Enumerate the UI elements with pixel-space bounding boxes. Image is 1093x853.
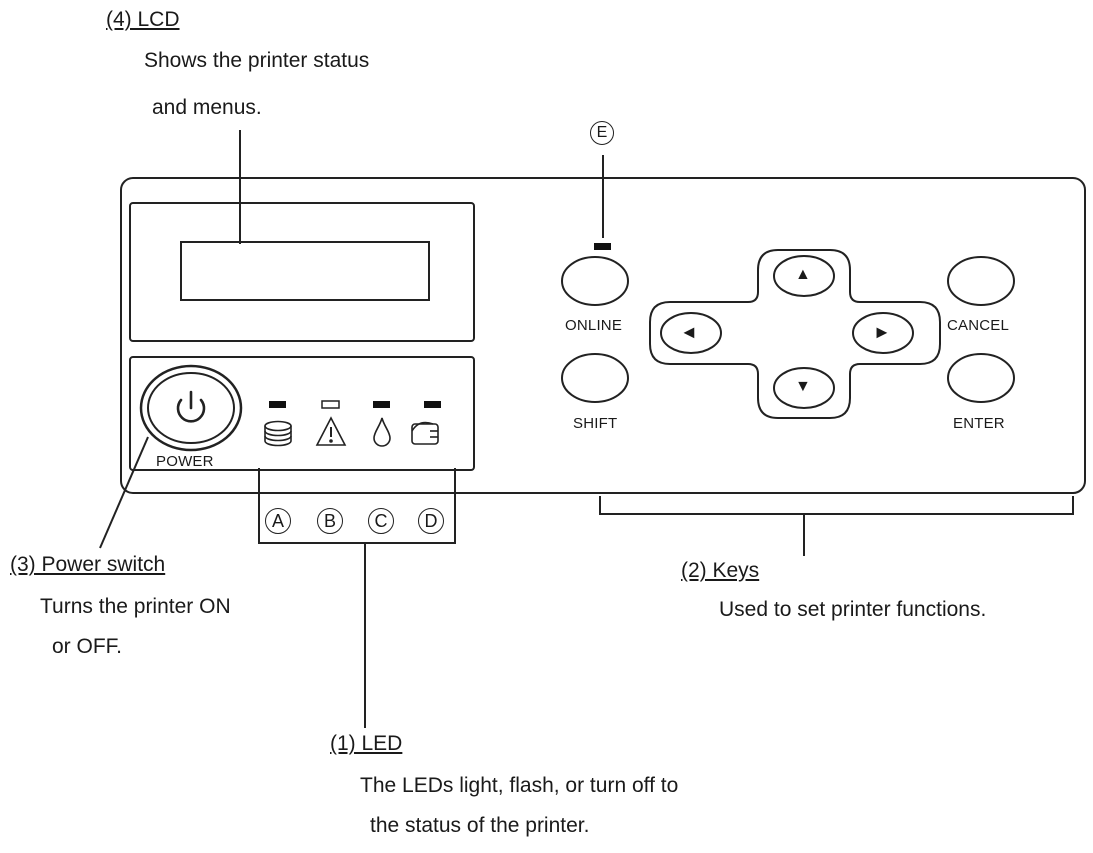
led-a [269, 401, 286, 408]
led-indicators [269, 243, 611, 409]
led-frame [129, 356, 475, 471]
enter-key-label: ENTER [953, 415, 1005, 432]
shift-key-label: SHIFT [573, 415, 618, 432]
led-bracket [258, 468, 456, 544]
keys-callout-line-1: Used to set printer functions. [719, 598, 987, 621]
led-callout-line-2: the status of the printer. [370, 814, 590, 837]
up-arrow-icon: ▲ [795, 266, 811, 283]
cancel-key[interactable] [947, 256, 1015, 306]
marker-e: E [590, 121, 614, 145]
right-arrow-icon: ► [873, 322, 891, 342]
ink-drop-icon [373, 417, 391, 447]
led-callout-line-1: The LEDs light, flash, or turn off to [360, 774, 679, 797]
power-callout-line-2: or OFF. [52, 635, 123, 658]
warning-icon [315, 416, 347, 446]
paper-stack-icon [264, 420, 292, 447]
power-button-outer-ring [139, 364, 243, 452]
lcd-callout-line-1: Shows the printer status [144, 49, 370, 72]
online-key[interactable] [561, 256, 629, 306]
down-key[interactable] [773, 367, 835, 409]
power-key-label: POWER [156, 453, 214, 470]
led-b [321, 400, 340, 409]
power-leader-line [99, 436, 149, 549]
keys-bracket [599, 496, 1074, 515]
shift-key[interactable] [561, 353, 629, 403]
led-callout-title: (1) LED [330, 732, 403, 755]
lcd-callout-title: (4) LCD [106, 8, 180, 31]
marker-a: A [265, 508, 291, 534]
led-c [373, 401, 390, 408]
arrow-key-cluster [649, 249, 941, 419]
down-arrow-icon: ▼ [795, 378, 811, 395]
led-e [594, 243, 611, 250]
lcd-screen [180, 241, 430, 301]
keys-callout-title: (2) Keys [681, 559, 760, 582]
marker-c: C [368, 508, 394, 534]
left-arrow-icon: ◄ [680, 322, 698, 342]
power-callout-title: (3) Power switch [10, 553, 166, 576]
right-key[interactable] [852, 312, 914, 354]
power-callout-line-1: Turns the printer ON [40, 595, 231, 618]
marker-b: B [317, 508, 343, 534]
enter-key[interactable] [947, 353, 1015, 403]
online-key-label: ONLINE [565, 317, 623, 334]
left-key[interactable] [660, 312, 722, 354]
printer-head-icon [411, 421, 439, 445]
power-button-inner-ring [147, 372, 235, 444]
led-d [424, 401, 441, 408]
lcd-frame [129, 202, 475, 342]
marker-d: D [418, 508, 444, 534]
power-icon [176, 390, 206, 423]
lcd-callout-line-2: and menus. [152, 96, 262, 119]
up-key[interactable] [773, 255, 835, 297]
cancel-key-label: CANCEL [947, 317, 1010, 334]
